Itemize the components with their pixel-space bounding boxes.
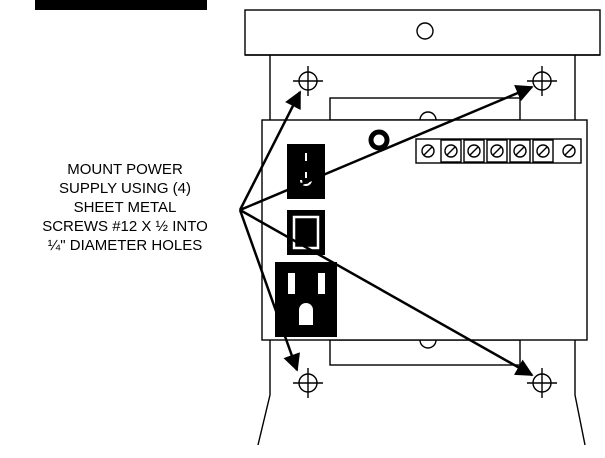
terminal-screw	[440, 139, 462, 163]
terminal-strip	[415, 138, 582, 164]
mount-hole-bottom-left	[293, 368, 323, 398]
instruction-line: SHEET METAL	[73, 199, 177, 216]
mounting-plate-lower	[269, 340, 576, 395]
top-bracket-hole	[416, 22, 434, 40]
instruction-line: MOUNT POWER	[67, 161, 183, 178]
pointer-arrows	[238, 85, 534, 377]
mounting-plate-upper	[269, 55, 576, 120]
arrow-bottom-right	[239, 208, 534, 377]
mounting-instruction: MOUNT POWER SUPPLY USING (4) SHEET METAL…	[0, 160, 250, 255]
ac-outlet-icon	[275, 262, 337, 337]
arrow-top-left	[238, 90, 302, 211]
terminal-screw	[463, 139, 485, 163]
rocker-switch-icon	[287, 144, 325, 199]
terminal-screw	[509, 139, 531, 163]
mount-hole-bottom-right	[527, 368, 557, 398]
terminal-screw	[486, 139, 508, 163]
indicator-ring	[368, 129, 390, 151]
instruction-line: ¼" DIAMETER HOLES	[47, 237, 203, 254]
instruction-line: SUPPLY USING (4)	[59, 180, 191, 197]
mount-hole-top-right	[527, 66, 557, 96]
header-bar	[35, 0, 207, 10]
mounting-plate-flare	[257, 394, 586, 446]
instruction-line: SCREWS #12 X ½ INTO	[42, 218, 208, 235]
terminal-screw	[421, 144, 435, 158]
terminal-screw	[562, 144, 576, 158]
inner-backplate-bottom	[329, 339, 521, 366]
terminal-screw	[532, 139, 554, 163]
arrow-top-right	[239, 85, 534, 212]
mount-hole-top-left	[293, 66, 323, 96]
inner-backplate-top	[329, 97, 521, 121]
arrow-bottom-left	[238, 209, 300, 372]
top-bracket	[244, 9, 601, 56]
